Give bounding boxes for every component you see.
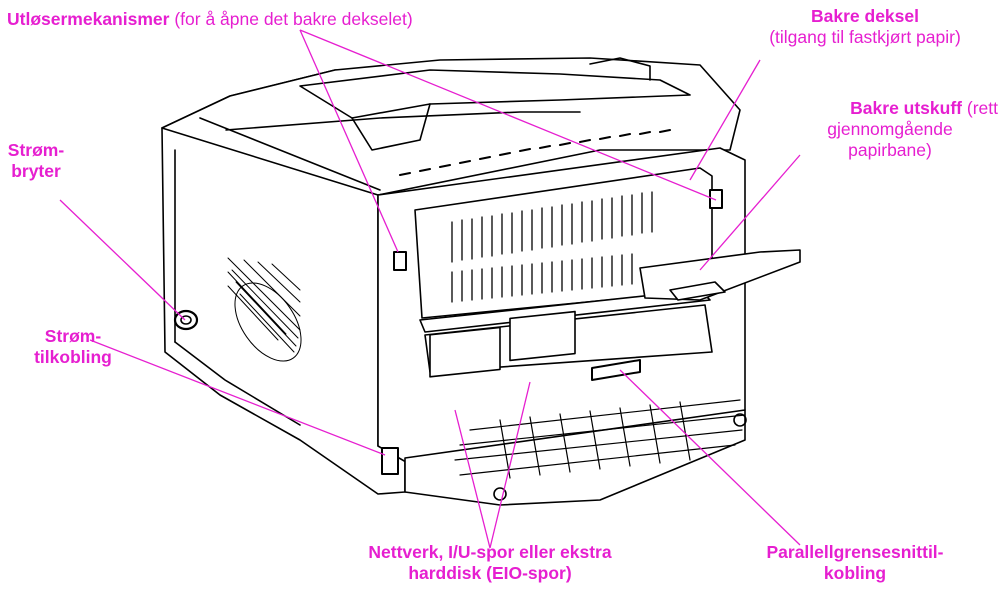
lower-rear-door (404, 409, 746, 506)
leader-rear-cover (689, 59, 761, 181)
power-switch-illustration (173, 309, 199, 331)
rear-cover-illustration (414, 167, 713, 319)
label-rear-bin-normal2: gjennomgående (827, 119, 953, 139)
eio-slot-left (429, 326, 501, 378)
label-rear-cover-bold: Bakre deksel (811, 6, 919, 26)
label-parallel-line1: Parallellgrensesnittil- (766, 542, 944, 562)
leader-parallel (619, 369, 801, 546)
left-latch (393, 251, 407, 271)
leader-power-switch (59, 199, 186, 321)
label-eio-slots: Nettverk, I/U-spor eller ekstra harddisk… (290, 542, 690, 584)
label-rear-cover-normal: (tilgang til fastkjørt papir) (769, 27, 961, 47)
label-parallel-connector: Parallellgrensesnittil- kobling (720, 542, 990, 584)
leader-lines (59, 29, 801, 549)
label-power-switch-line2: bryter (11, 161, 61, 181)
label-release-bold: Utløsermekanismer (7, 9, 170, 29)
label-eio-line1: Nettverk, I/U-spor eller ekstra (368, 542, 612, 562)
label-rear-output-bin: Bakre utskuff (rett (760, 98, 998, 119)
label-rear-cover: Bakre deksel (tilgang til fastkjørt papi… (740, 6, 990, 48)
top-output-tray (299, 69, 691, 119)
label-power-connector: Strøm- tilkobling (0, 326, 146, 368)
parallel-port-illustration (591, 359, 641, 381)
eio-slot-right (509, 310, 576, 362)
label-eio-line2: harddisk (EIO-spor) (408, 563, 572, 583)
leader-release-left (299, 29, 399, 253)
label-rear-bin-normal3: papirbane) (848, 140, 932, 160)
leader-power-connector (89, 339, 386, 456)
printer-illustration (161, 57, 801, 506)
leader-release-right (299, 29, 717, 201)
label-power-switch: Strøm- bryter (0, 140, 72, 182)
label-release-mechanisms: Utløsermekanismer (for å åpne det bakre … (7, 9, 413, 30)
right-latch (709, 189, 723, 209)
label-power-switch-line1: Strøm- (7, 140, 65, 160)
leader-eio-right (489, 381, 531, 549)
leader-eio-left (454, 409, 491, 549)
rear-cover-grille (451, 191, 653, 303)
label-parallel-line2: kobling (823, 563, 887, 583)
label-power-connector-line2: tilkobling (34, 347, 112, 367)
leader-rear-bin (699, 154, 801, 271)
power-connector-illustration (381, 447, 399, 475)
label-power-connector-line1: Strøm- (44, 326, 102, 346)
label-rear-bin-bold: Bakre utskuff (850, 98, 962, 118)
label-release-normal: (for å åpne det bakre dekselet) (174, 9, 413, 29)
top-vent-slots (399, 129, 671, 176)
label-rear-bin-normal1: (rett (966, 98, 998, 118)
side-vent-grille (227, 257, 302, 362)
